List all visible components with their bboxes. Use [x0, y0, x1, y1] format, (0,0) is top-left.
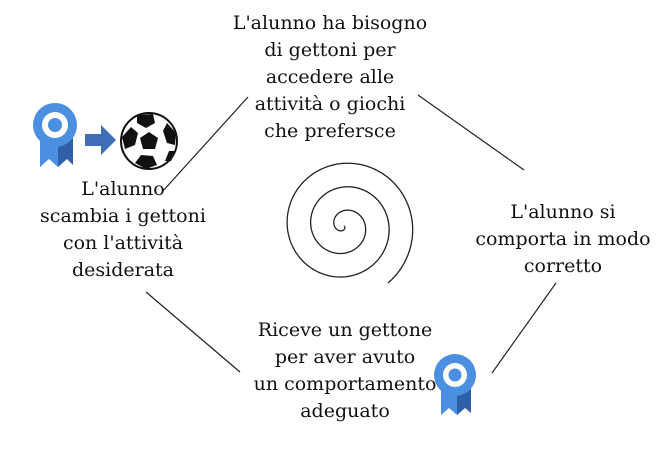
award-ribbon-icon: [434, 354, 476, 415]
award-ribbon-icon: [33, 103, 77, 167]
connector-line-bottom-left: [145, 291, 241, 373]
step-receive-token: Riceve un gettone per aver avuto un comp…: [230, 317, 460, 425]
step-need-tokens-line: di gettoni per: [264, 39, 396, 61]
step-need-tokens: L'alunno ha bisogno di gettoni per acced…: [215, 10, 445, 145]
step-exchange-tokens-line: desiderata: [71, 259, 174, 281]
step-need-tokens-line: attività o giochi: [254, 93, 406, 115]
step-exchange-tokens-line: scambia i gettoni: [40, 205, 206, 227]
step-receive-token-line: per aver avuto: [274, 346, 416, 368]
step-need-tokens-line: L'alunno ha bisogno: [232, 12, 428, 34]
spiral-icon: [286, 162, 414, 284]
step-correct-behaviour: L'alunno si comporta in modo corretto: [468, 199, 658, 280]
step-correct-behaviour-line: comporta in modo: [475, 228, 651, 250]
step-need-tokens-line: che prefersce: [264, 120, 396, 142]
connector-line-bottom-right: [491, 282, 557, 374]
right-arrow-icon: [85, 125, 116, 155]
connector-line-top-left: [161, 96, 249, 193]
connector-line-top-right: [417, 94, 525, 171]
step-receive-token-line: Riceve un gettone: [257, 319, 433, 341]
step-exchange-tokens-line: con l'attività: [62, 232, 184, 254]
step-need-tokens-line: accedere alle: [265, 66, 395, 88]
step-correct-behaviour-line: corretto: [523, 255, 603, 277]
step-exchange-tokens: L'alunno scambia i gettoni con l'attivit…: [28, 176, 218, 284]
step-correct-behaviour-line: L'alunno si: [510, 201, 616, 223]
step-receive-token-line: un comportamento: [253, 373, 437, 395]
step-exchange-tokens-line: L'alunno: [81, 178, 165, 200]
soccer-ball-icon: [120, 112, 178, 170]
step-receive-token-line: adeguato: [300, 400, 390, 422]
